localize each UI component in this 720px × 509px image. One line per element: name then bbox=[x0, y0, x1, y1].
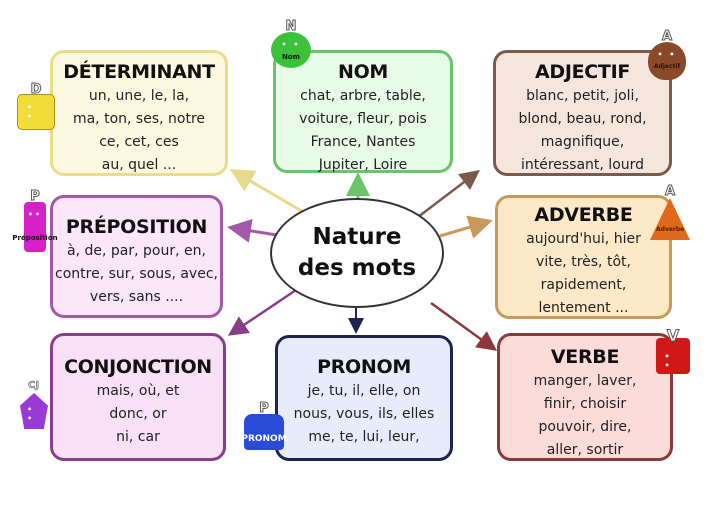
box-line: vite, très, tôt, bbox=[536, 254, 631, 270]
box-verbe: VERBE manger, laver, finir, choisir pouv… bbox=[497, 333, 673, 461]
box-adjectif: ADJECTIF blanc, petit, joli, blond, beau… bbox=[493, 50, 672, 176]
center-title-line2: des mots bbox=[297, 255, 417, 281]
adjectif-mascot-icon: A• • Adjectif bbox=[648, 29, 686, 80]
box-line: ni, car bbox=[116, 429, 160, 445]
box-line: intéressant, lourd bbox=[520, 157, 645, 173]
mascot-label: PRONOM bbox=[241, 434, 287, 444]
box-line: un, une, le, la, bbox=[88, 88, 190, 104]
box-line: voiture, fleur, pois bbox=[299, 111, 427, 127]
box-line: je, tu, il, elle, on bbox=[307, 383, 421, 399]
box-line: me, te, lui, leur, bbox=[308, 429, 420, 445]
box-line: pouvoir, dire, bbox=[538, 419, 632, 435]
center-title-line1: Nature bbox=[312, 224, 402, 250]
box-line: France, Nantes bbox=[310, 134, 416, 150]
box-title: NOM bbox=[337, 61, 389, 83]
box-line: vers, sans .... bbox=[89, 289, 184, 305]
conjonction-mascot-letter: CJ bbox=[28, 380, 40, 392]
mascot-label: Préposition bbox=[12, 234, 58, 242]
mascot-letter: V bbox=[666, 326, 680, 346]
center-ellipse: Nature des mots bbox=[270, 198, 444, 308]
box-line: chat, arbre, table, bbox=[300, 88, 426, 104]
arrow-verbe bbox=[430, 301, 498, 351]
pronom-mascot-icon: P PRONOM bbox=[241, 401, 287, 450]
nom-mascot-icon: N• • Nom bbox=[271, 19, 311, 68]
box-line: ma, ton, ses, notre bbox=[72, 111, 206, 127]
adverbe-mascot-icon: A Adverbe bbox=[650, 184, 690, 240]
box-title: DÉTERMINANT bbox=[63, 61, 215, 83]
mascot-letter: A bbox=[664, 184, 676, 200]
box-conjonction: CONJONCTION mais, où, et donc, or ni, ca… bbox=[50, 333, 226, 461]
box-line: ce, cet, ces bbox=[99, 134, 179, 150]
box-line: magnifique, bbox=[540, 134, 625, 150]
box-adverbe: ADVERBE aujourd'hui, hier vite, très, tô… bbox=[495, 195, 672, 319]
mascot-label: Adjectif bbox=[653, 62, 681, 70]
box-line: donc, or bbox=[109, 406, 167, 422]
box-line: mais, où, et bbox=[96, 383, 180, 399]
mascot-letter: A bbox=[661, 29, 673, 45]
box-line: blond, beau, rond, bbox=[518, 111, 647, 127]
arrow-adverbe bbox=[439, 215, 493, 239]
box-determinant: DÉTERMINANT un, une, le, la, ma, ton, se… bbox=[50, 50, 228, 176]
verbe-mascot-icon: V• • bbox=[656, 326, 690, 374]
arrow-preposition bbox=[227, 218, 278, 243]
box-line: aller, sortir bbox=[546, 442, 624, 458]
box-line: au, quel ... bbox=[101, 157, 177, 173]
arrow-conjonction bbox=[227, 288, 297, 336]
mascot-letter: N bbox=[285, 19, 297, 35]
mascot-letter: D bbox=[30, 82, 42, 98]
box-line: contre, sur, sous, avec, bbox=[55, 266, 218, 282]
box-line: nous, vous, ils, elles bbox=[293, 406, 435, 422]
box-line: Jupiter, Loire bbox=[318, 157, 408, 173]
box-preposition: PRÉPOSITION à, de, par, pour, en, contre… bbox=[50, 195, 223, 318]
box-line: aujourd'hui, hier bbox=[526, 231, 641, 247]
box-title: CONJONCTION bbox=[64, 356, 212, 378]
box-title: PRÉPOSITION bbox=[65, 216, 208, 238]
determinant-mascot-icon: D• • bbox=[17, 82, 55, 130]
box-pronom: PRONOM je, tu, il, elle, on nous, vous, … bbox=[275, 335, 453, 461]
mascot-letter: P bbox=[259, 401, 269, 417]
box-line: finir, choisir bbox=[543, 396, 627, 412]
box-line: rapidement, bbox=[540, 277, 627, 293]
box-title: VERBE bbox=[550, 346, 620, 368]
mascot-label: Nom bbox=[282, 53, 300, 61]
arrow-determinant bbox=[229, 168, 306, 215]
box-title: ADJECTIF bbox=[534, 61, 631, 83]
box-title: ADVERBE bbox=[534, 204, 633, 226]
box-title: PRONOM bbox=[317, 356, 411, 378]
arrow-adjectif bbox=[417, 169, 480, 218]
box-nom: NOM chat, arbre, table, voiture, fleur, … bbox=[273, 50, 453, 173]
mascot-letter: P bbox=[30, 189, 40, 205]
box-line: manger, laver, bbox=[533, 373, 637, 389]
mascot-label: Adverbe bbox=[656, 226, 685, 233]
box-line: à, de, par, pour, en, bbox=[67, 243, 206, 259]
box-line: blanc, petit, joli, bbox=[526, 88, 639, 104]
box-line: lentement ... bbox=[538, 300, 629, 316]
preposition-mascot-icon: P•• Préposition bbox=[12, 189, 58, 252]
